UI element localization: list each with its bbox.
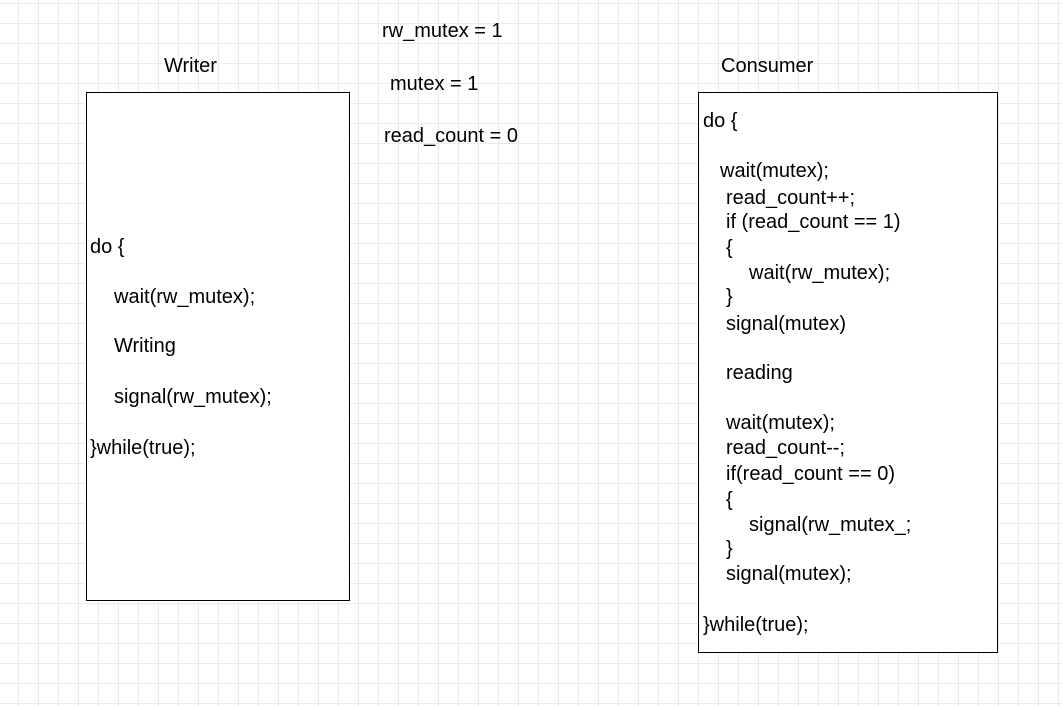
consumer-while-close: }while(true); — [703, 614, 809, 636]
writer-wait: wait(rw_mutex); — [114, 286, 256, 308]
writer-do-open: do { — [90, 236, 125, 258]
consumer-reading: reading — [726, 362, 793, 384]
consumer-wait-rw: wait(rw_mutex); — [749, 262, 891, 284]
writer-signal: signal(rw_mutex); — [114, 386, 272, 408]
consumer-if-2: if(read_count == 0) — [726, 463, 895, 485]
mutex-variable: mutex = 1 — [390, 73, 479, 95]
consumer-title: Consumer — [721, 55, 814, 77]
consumer-box — [698, 92, 998, 653]
rw-mutex-variable: rw_mutex = 1 — [382, 20, 503, 42]
consumer-signal-rw: signal(rw_mutex_; — [749, 514, 912, 536]
consumer-brace-open-2: { — [726, 489, 733, 511]
consumer-brace-close-2: } — [726, 538, 733, 560]
consumer-brace-open-1: { — [726, 237, 733, 259]
consumer-brace-close-1: } — [726, 286, 733, 308]
read-count-variable: read_count = 0 — [384, 125, 518, 147]
consumer-read-count-dec: read_count--; — [726, 437, 845, 459]
writer-box — [86, 92, 350, 601]
consumer-if-1: if (read_count == 1) — [726, 211, 901, 233]
consumer-signal-mutex-1: signal(mutex) — [726, 313, 847, 335]
consumer-wait-mutex-1: wait(mutex); — [720, 160, 829, 182]
writer-title: Writer — [164, 55, 217, 77]
writer-while-close: }while(true); — [90, 437, 196, 459]
consumer-do-open: do { — [703, 110, 738, 132]
consumer-read-count-inc: read_count++; — [726, 187, 855, 209]
writer-writing: Writing — [114, 335, 176, 357]
consumer-signal-mutex-2: signal(mutex); — [726, 563, 852, 585]
consumer-wait-mutex-2: wait(mutex); — [726, 412, 835, 434]
